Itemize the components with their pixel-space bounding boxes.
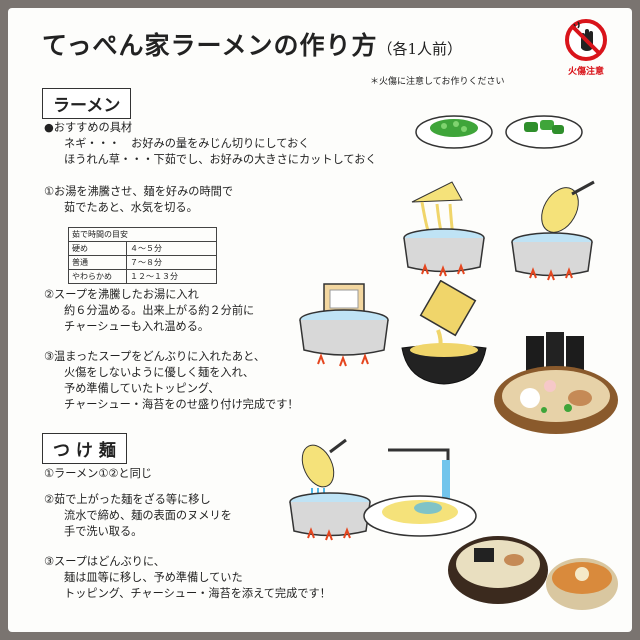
ramen-step1-line1: ①お湯を沸騰させ、麺を好みの時間で — [44, 185, 234, 198]
ramen-heading: ラーメン — [42, 88, 132, 119]
tsukemen-step3-line2: 麺は皿等に移し、予め準備していた — [64, 571, 243, 584]
ramen-step2-line1: ②スープを沸騰したお湯に入れ — [44, 288, 199, 301]
spinach-plate-illustration — [505, 115, 583, 149]
no-touch-hot-icon — [565, 19, 607, 61]
title-main: てっぺん家ラーメンの作り方 — [42, 31, 378, 60]
table-cell: 普通 — [68, 255, 127, 270]
tsukemen-step2-line3: 手で洗い取る。 — [64, 525, 143, 538]
table-cell: やわらかめ — [68, 269, 127, 284]
soup-pouch-pot-illustration — [299, 283, 389, 367]
toppings-title: ●おすすめの具材 — [44, 121, 133, 134]
finished-tsukemen-photo — [448, 536, 618, 610]
table-row: 茹で時間の目安 — [68, 227, 217, 242]
burn-note: ＊火傷に注意してお作りください — [370, 77, 505, 87]
drain-noodles-illustration — [511, 180, 595, 281]
recipe-card: てっぺん家ラーメンの作り方（各1人前） ＊火傷に注意してお作りください 火傷注意… — [8, 8, 632, 632]
ramen-step3-line4: チャーシュー・海苔をのせ盛り付け完成です！ — [64, 398, 299, 411]
table-cell: １２〜１３分 — [126, 269, 217, 284]
table-cell: 硬め — [68, 241, 127, 256]
tsukemen-step1: ①ラーメン①②と同じ — [44, 467, 152, 480]
negi-plate-illustration — [415, 115, 493, 149]
pour-soup-bowl-illustration — [401, 280, 487, 385]
title-sub: （各1人前） — [377, 40, 463, 58]
topping-spinach: ほうれん草・・・下茹でし、お好みの大きさにカットしておく — [64, 153, 377, 166]
tsukemen-heading: つ け 麺 — [42, 433, 127, 464]
ramen-step3-line3: 予め準備していたトッピング、 — [64, 382, 220, 395]
ramen-step2-line2: 約６分温める。出来上がる約２分前に — [64, 304, 255, 317]
rinse-noodles-illustration — [363, 448, 477, 537]
boil-noodles-pot-illustration — [403, 181, 485, 277]
table-cell: ７〜８分 — [126, 255, 217, 270]
table-cell: ４〜５分 — [126, 241, 217, 256]
tsukemen-step2-line1: ②茹で上がった麺をざる等に移し — [44, 493, 211, 506]
tsukemen-step2-line2: 流水で締め、麺の表面のヌメリを — [64, 509, 232, 522]
tsukemen-step3-line1: ③スープはどんぶりに、 — [44, 555, 165, 568]
ramen-step2-line3: チャーシューも入れ温める。 — [64, 320, 210, 333]
boil-tsukemen-pot-illustration — [289, 438, 371, 541]
burn-warning-label: 火傷注意 — [567, 67, 604, 77]
topping-negi: ネギ・・・ お好みの量をみじん切りにしておく — [64, 137, 310, 150]
ramen-step1-line2: 茹でたあと、水気を切る。 — [64, 201, 198, 214]
ramen-step3-line1: ③温まったスープをどんぶりに入れたあと、 — [44, 350, 266, 363]
page-title: てっぺん家ラーメンの作り方（各1人前） — [42, 26, 462, 62]
ramen-step3-line2: 火傷をしないように優しく麺を入れ、 — [64, 366, 255, 379]
table-header: 茹で時間の目安 — [68, 227, 217, 242]
burn-warning: 火傷注意 — [553, 18, 619, 77]
tsukemen-step3-line3: トッピング、チャーシュー・海苔を添えて完成です！ — [64, 587, 331, 600]
finished-ramen-photo — [494, 332, 618, 434]
